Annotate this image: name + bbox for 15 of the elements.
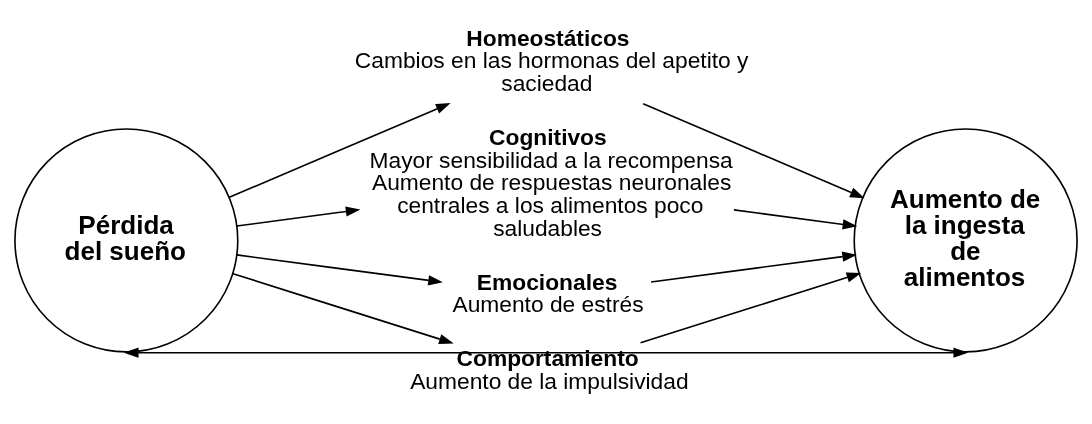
arrow (123, 347, 969, 358)
node-text: Emocionales Aumento de estrés (452, 268, 644, 318)
node-text: Comportamiento Aumento de la impulsividad (410, 345, 689, 394)
node-circle: Aumento de la ingesta de alimentos (853, 128, 1078, 353)
arrow (733, 209, 858, 230)
arrow (642, 103, 865, 199)
arrow (228, 103, 451, 199)
arrow (232, 272, 454, 345)
arrow (236, 254, 443, 286)
arrow (236, 206, 361, 227)
node-text: Homeostáticos Cambios en las hormonas del apetito y saciedad (354, 24, 749, 97)
node-text: Cognitivos Mayor sensibilidad a la recompensa Aumento de respuestas neuronales centrales a los alimentos poco saludables (369, 123, 733, 241)
arrow (650, 251, 857, 283)
node-circle: Pérdida del sueño (14, 128, 239, 353)
arrow (639, 272, 862, 344)
